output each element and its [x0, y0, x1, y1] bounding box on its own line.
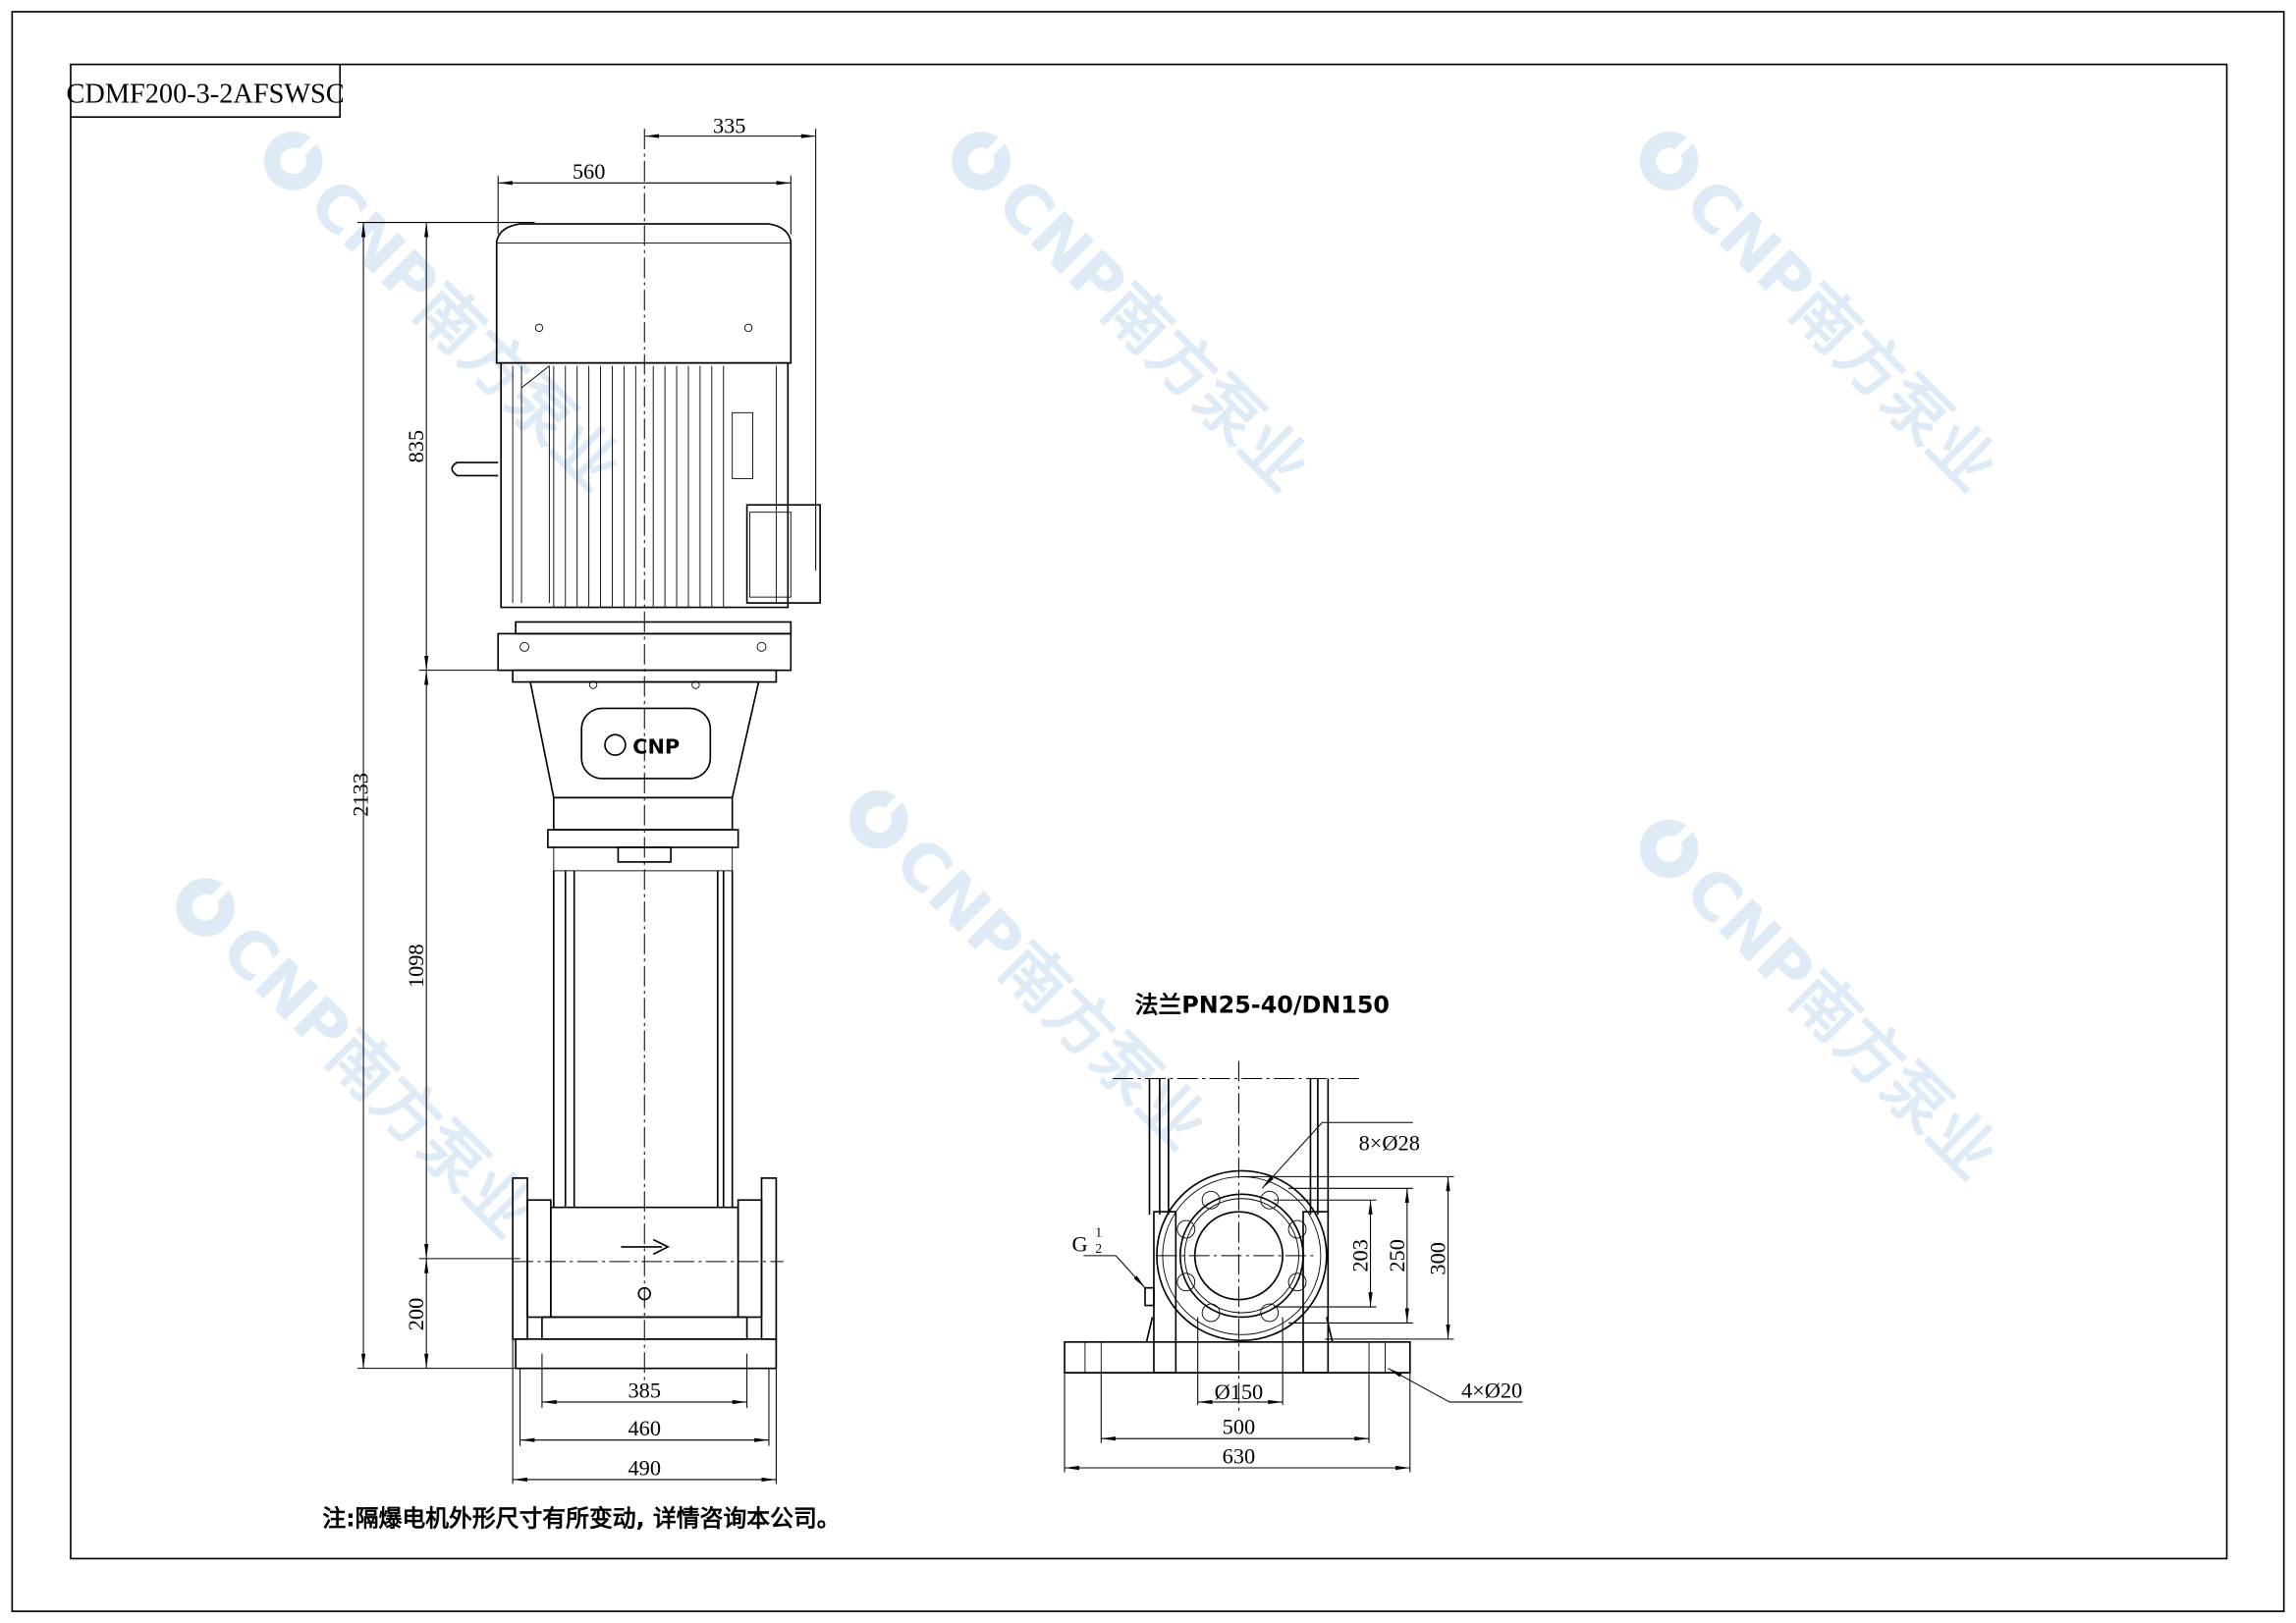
svg-text:南方泵业: 南方泵业	[1088, 270, 1323, 505]
lifting-handle	[451, 461, 499, 477]
svg-text:2: 2	[1095, 1241, 1102, 1256]
base-holes-label: 4×Ø20	[1461, 1378, 1522, 1402]
dim-500: 500	[1223, 1415, 1256, 1439]
dim-bore-150: Ø150	[1215, 1380, 1264, 1404]
pump-base	[512, 1177, 784, 1370]
flow-arrow-icon	[621, 1238, 670, 1256]
bolt-holes-label: 8×Ø28	[1359, 1131, 1420, 1156]
dim-385: 385	[628, 1378, 661, 1402]
inner-frame	[70, 63, 2228, 1560]
dim-560: 560	[573, 159, 606, 184]
motor-fan-cover	[495, 223, 793, 364]
dim-1098: 1098	[404, 944, 428, 988]
dim-200: 200	[404, 1298, 428, 1331]
dim-490: 490	[628, 1455, 661, 1480]
flange-label: 法兰PN25-40/DN150	[1135, 991, 1390, 1018]
dim-203: 203	[1348, 1239, 1373, 1272]
note-text: 注:隔爆电机外形尺寸有所变动, 详情咨询本公司。	[322, 1505, 840, 1533]
front-dimensions: 335 560 2133 835 1098 200 385 460 490	[349, 114, 817, 1485]
side-base	[1064, 1317, 1411, 1374]
outlet-flange	[1156, 1169, 1328, 1342]
pump-front-view: CNP 335 560	[349, 114, 821, 1485]
svg-text:南方泵业: 南方泵业	[400, 270, 634, 505]
pump-head	[553, 796, 734, 831]
motor-body	[500, 361, 790, 609]
motor-flange	[515, 621, 793, 635]
side-dimensions: 203 250 300 8×Ø28 G 1 2 Ø150 500	[1064, 1121, 1523, 1473]
cnp-logo-plate	[580, 707, 712, 780]
outer-border	[11, 11, 2285, 1612]
svg-text:1: 1	[1095, 1224, 1102, 1239]
pump-stack	[553, 870, 734, 1208]
terminal-box	[745, 504, 821, 604]
dim-300: 300	[1426, 1242, 1450, 1275]
svg-text:南方泵业: 南方泵业	[986, 929, 1221, 1163]
cnp-logo-text: CNP	[632, 735, 680, 759]
svg-text:南方泵业: 南方泵业	[1776, 958, 2010, 1193]
title-block: CDMF200-3-2AFSWSC	[67, 64, 345, 119]
svg-text:南方泵业: 南方泵业	[312, 1017, 547, 1252]
drain-plug-label: G 1 2	[1071, 1224, 1102, 1256]
svg-text:南方泵业: 南方泵业	[1776, 270, 2010, 505]
dim-460: 460	[628, 1416, 661, 1440]
dim-335: 335	[713, 114, 746, 138]
svg-text:G: G	[1071, 1231, 1087, 1256]
dim-250: 250	[1385, 1239, 1409, 1272]
dim-630: 630	[1223, 1444, 1256, 1469]
cnp-logo-icon	[604, 733, 627, 756]
pump-side-view: 法兰PN25-40/DN150	[1064, 991, 1523, 1473]
dim-835: 835	[404, 430, 428, 463]
model-number: CDMF200-3-2AFSWSC	[67, 79, 345, 109]
dim-2133: 2133	[349, 773, 373, 817]
